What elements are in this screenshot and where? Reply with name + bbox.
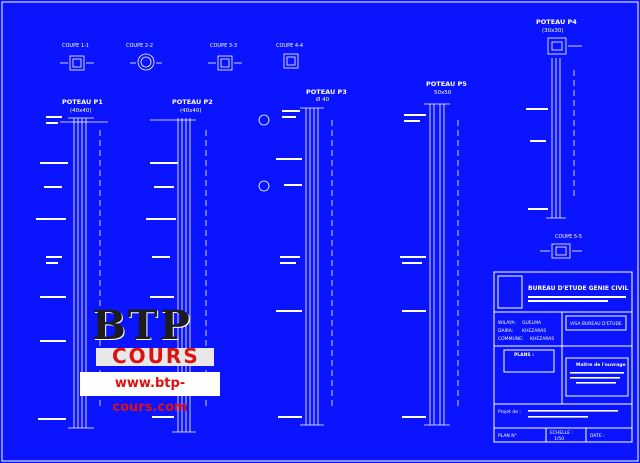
projet-label: Projet de :: [498, 409, 521, 415]
title-block: [493, 271, 633, 443]
plan-no-label: PLAN N°: [498, 433, 517, 439]
daira-label: DAIRA:: [498, 328, 513, 334]
bureau-subtitle-lines: [528, 296, 626, 302]
visa-label: VISA BUREAU D'ETUDE: [570, 321, 622, 327]
commune-label: COMMUNE:: [498, 336, 523, 342]
p4-head-section: [547, 37, 582, 55]
column-p4: [546, 58, 575, 219]
wilaya-label: WILAYA:: [498, 320, 516, 326]
annotation-texts: [36, 108, 548, 420]
scale-value: 1/50: [554, 436, 564, 442]
top-section-sketches: [60, 53, 299, 71]
poteau-p1-title: POTEAU P1: [62, 98, 103, 106]
poteau-p2-title: POTEAU P2: [172, 98, 213, 106]
poteau-p5-size: 50x50: [434, 90, 452, 96]
plans-label: PLANS :: [514, 352, 534, 358]
coupe-5-label: COUPE 5-5: [555, 234, 582, 240]
coupe-3-label: COUPE 3-3: [210, 43, 237, 49]
poteau-p2-size: (40x40): [180, 108, 202, 114]
date-label: DATE :: [590, 433, 605, 439]
projet-lines: [528, 410, 618, 418]
maitre-lines: [570, 372, 624, 384]
column-p3: [258, 107, 333, 426]
btp-logo-text: BTP: [92, 302, 192, 349]
cours-band: [96, 348, 214, 366]
poteau-p4-size: (30x30): [542, 28, 564, 34]
coupe-2-label: COUPE 2-2: [126, 43, 153, 49]
commune-value: KHEZARAS: [530, 336, 554, 342]
bureau-title: BUREAU D'ETUDE GENIE CIVIL: [528, 285, 629, 292]
poteau-p4-title: POTEAU P4: [536, 18, 577, 26]
btp-cours-watermark: BTP COURS www.btp-cours.com: [74, 292, 224, 415]
wilaya-value: GUELMA: [522, 320, 542, 326]
coupe-4-label: COUPE 4-4: [276, 43, 303, 49]
echelle-label: ECHELLE :: [550, 430, 573, 436]
coupe-5-sketch: [540, 243, 582, 259]
poteau-p3-title: POTEAU P3: [306, 88, 347, 96]
coupe-1-label: COUPE 1-1: [62, 43, 89, 49]
daira-value: KHEZARAS: [522, 328, 546, 334]
column-p5: [424, 103, 459, 426]
cours-logo-text: COURS: [112, 344, 200, 368]
poteau-p1-size: (40x40): [70, 108, 92, 114]
watermark-url: www.btp-cours.com: [80, 372, 220, 415]
poteau-p5-title: POTEAU P5: [426, 80, 467, 88]
maitre-label: Maître de l'ouvrage: [576, 361, 626, 368]
poteau-p3-size: Ø 40: [316, 96, 330, 103]
